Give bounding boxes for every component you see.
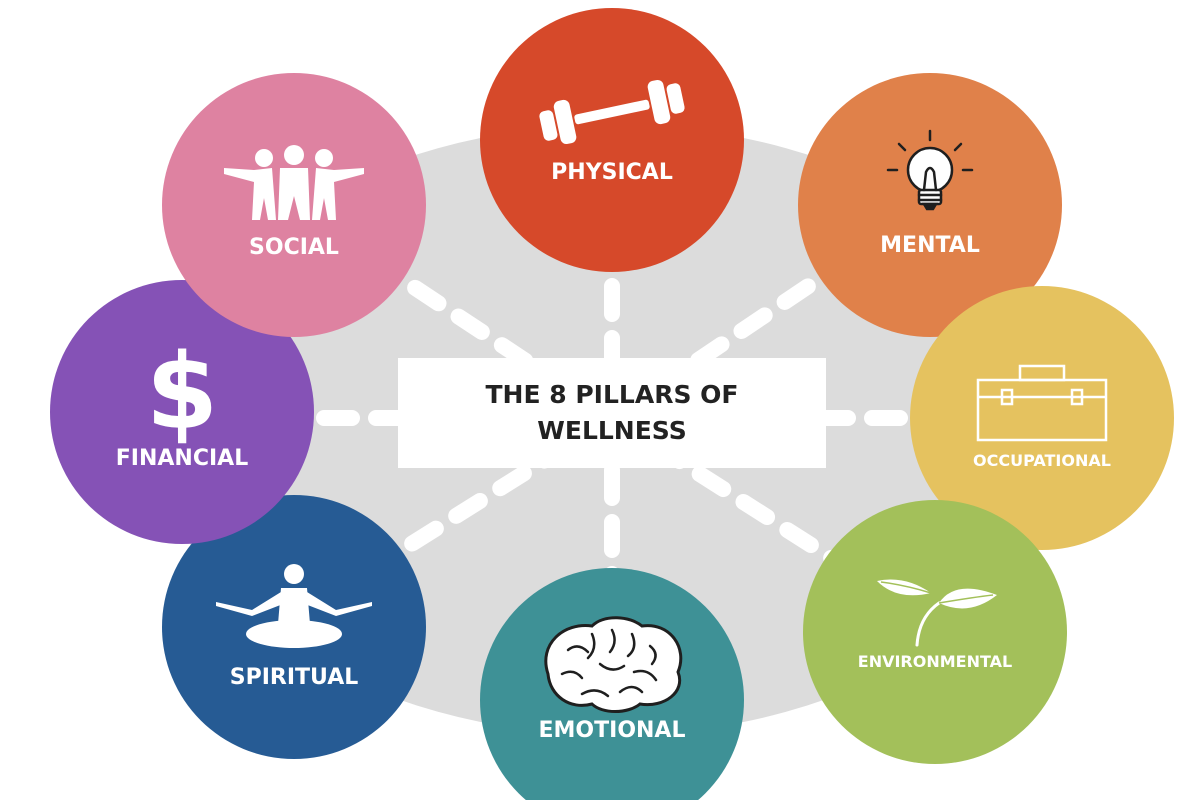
pillar-label-spiritual: SPIRITUAL [230, 665, 359, 690]
pillar-circle-financial [50, 280, 314, 544]
pillar-label-financial: FINANCIAL [116, 446, 248, 471]
pillar-physical: PHYSICAL [480, 8, 744, 272]
pillar-circle-occupational [910, 286, 1174, 550]
center-title-box [398, 358, 826, 468]
pillar-circle-social [162, 73, 426, 337]
meditation-icon [216, 564, 372, 648]
pillar-label-environmental: ENVIRONMENTAL [858, 652, 1012, 671]
dumbbell-icon [539, 79, 685, 145]
pillar-label-physical: PHYSICAL [551, 160, 673, 185]
pillar-environmental: ENVIRONMENTAL [803, 500, 1067, 764]
dollar-icon: $ [146, 331, 218, 453]
pillar-social: SOCIAL [162, 73, 426, 337]
pillar-label-mental: MENTAL [880, 233, 980, 258]
pillar-occupational: OCCUPATIONAL [910, 286, 1174, 550]
pillar-circle-physical [480, 8, 744, 272]
title-line-1: THE 8 PILLARS OF [486, 380, 739, 409]
pillar-emotional: EMOTIONAL [480, 568, 744, 800]
people-icon [224, 145, 364, 220]
pillar-financial: $ FINANCIAL [50, 280, 314, 544]
sprout-icon [877, 579, 997, 647]
pillar-mental: MENTAL [798, 73, 1062, 337]
briefcase-icon [976, 364, 1108, 442]
lightbulb-icon [886, 129, 974, 211]
title-line-2: WELLNESS [537, 416, 686, 445]
brain-icon [544, 616, 683, 713]
pillar-spiritual: SPIRITUAL [162, 495, 426, 759]
pillar-circle-environmental [803, 500, 1067, 764]
pillar-label-social: SOCIAL [249, 235, 339, 260]
pillar-label-occupational: OCCUPATIONAL [973, 451, 1111, 470]
pillar-label-emotional: EMOTIONAL [539, 718, 686, 743]
